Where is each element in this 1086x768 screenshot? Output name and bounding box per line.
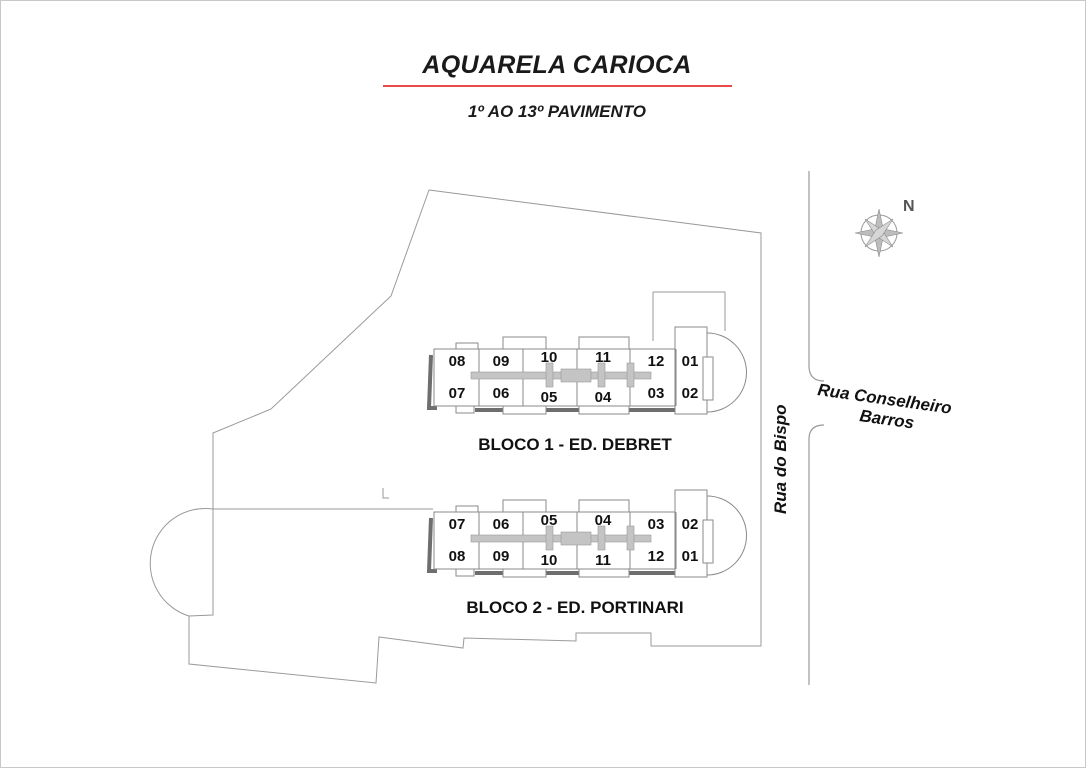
balcony-bottom: [455, 405, 475, 414]
end-semicircle: [706, 495, 747, 576]
unit-number: 02: [682, 516, 699, 533]
unit-number: 12: [648, 548, 665, 565]
stair-core: [545, 362, 554, 388]
stair-core: [626, 362, 635, 388]
unit-number: 06: [493, 385, 510, 402]
unit-number: 01: [682, 353, 699, 370]
small-notch: [382, 488, 389, 499]
balcony-bottom: [502, 568, 547, 578]
plaza-semicircle: [149, 507, 214, 617]
balcony-top: [578, 336, 630, 350]
compass-north-label: N: [903, 198, 915, 215]
unit-number: 12: [648, 353, 665, 370]
unit-number: 10: [541, 552, 558, 569]
unit-number: 06: [493, 516, 510, 533]
unit-number: 09: [493, 548, 510, 565]
title-underline: [383, 85, 732, 87]
end-tower: [674, 489, 708, 578]
unit-number: 10: [541, 349, 558, 366]
lot-boundary: [188, 189, 762, 684]
unit-number: 05: [541, 389, 558, 406]
block-label: BLOCO 1 - ED. DEBRET: [478, 435, 672, 454]
street-edge-west-south: [808, 424, 825, 685]
compass-rose-icon: [854, 208, 904, 258]
balcony-top: [502, 336, 547, 350]
unit-number: 05: [541, 512, 558, 529]
unit-number: 03: [648, 385, 665, 402]
balcony-top: [455, 342, 479, 350]
end-detail: [702, 356, 714, 401]
unit-number: 08: [449, 548, 466, 565]
unit-number: 09: [493, 353, 510, 370]
unit-number: 11: [595, 349, 611, 366]
unit-number: 02: [682, 385, 699, 402]
floor-range-subtitle: 1º AO 13º PAVIMENTO: [467, 102, 647, 121]
balcony-bottom: [455, 568, 475, 577]
project-title: AQUARELA CARIOCA: [422, 51, 692, 79]
stair-core: [626, 525, 635, 551]
street-edge-west: [808, 171, 825, 382]
stair-core: [545, 525, 554, 551]
unit-number: 07: [449, 516, 466, 533]
unit-number: 03: [648, 516, 665, 533]
annex-outline: [652, 291, 726, 341]
end-detail: [702, 519, 714, 564]
balcony-top: [578, 499, 630, 513]
balcony-bottom: [578, 405, 630, 415]
block-label: BLOCO 2 - ED. PORTINARI: [466, 598, 683, 617]
street-label-bispo: Rua do Bispo: [771, 404, 790, 514]
end-tower: [674, 326, 708, 415]
unit-number: 04: [595, 512, 612, 529]
stair-core: [597, 525, 606, 551]
unit-number: 01: [682, 548, 699, 565]
unit-number: 11: [595, 552, 611, 569]
balcony-top: [502, 499, 547, 513]
unit-number: 08: [449, 353, 466, 370]
stair-core: [597, 362, 606, 388]
unit-number: 07: [449, 385, 466, 402]
unit-number: 04: [595, 389, 612, 406]
balcony-top: [455, 505, 479, 513]
balcony-bottom: [502, 405, 547, 415]
elevator-core: [560, 531, 592, 546]
end-semicircle: [706, 332, 747, 413]
elevator-core: [560, 368, 592, 383]
balcony-bottom: [578, 568, 630, 578]
